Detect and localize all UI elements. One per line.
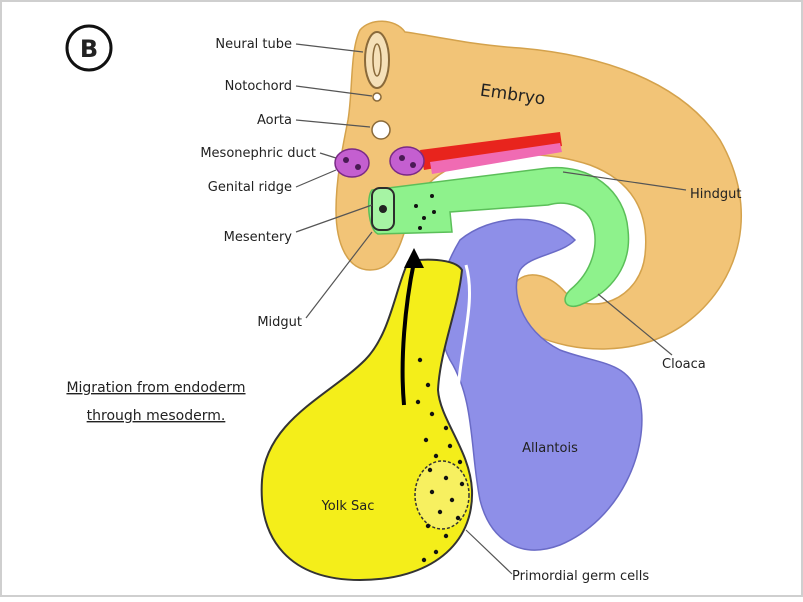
caption-line-1: Migration from endoderm (66, 380, 245, 396)
cloaca-label: Cloaca (662, 357, 706, 372)
notochord (373, 93, 381, 101)
primordial-germ-cells-label: Primordial germ cells (512, 569, 649, 584)
notochord-label: Notochord (225, 79, 292, 94)
hindgut-label: Hindgut (690, 187, 741, 202)
mesentery-label: Mesentery (224, 230, 293, 245)
allantois-label: Allantois (522, 441, 578, 456)
panel-letter: B (80, 35, 98, 63)
aorta-label: Aorta (257, 113, 292, 128)
yolk-sac-label: Yolk Sac (321, 499, 375, 514)
genital-ridge-label: Genital ridge (208, 180, 292, 195)
neural-tube (365, 32, 389, 88)
mesonephric-duct-label: Mesonephric duct (200, 146, 316, 161)
aorta-circle (372, 121, 390, 139)
midgut-label: Midgut (257, 315, 302, 330)
yolk-sac (262, 260, 472, 580)
mesentery-dot (379, 205, 387, 213)
caption-line-2: through mesoderm. (87, 408, 226, 424)
panel-marker: B (67, 26, 111, 70)
germ-cell-cluster (415, 461, 469, 529)
neural-tube-label: Neural tube (215, 37, 292, 52)
